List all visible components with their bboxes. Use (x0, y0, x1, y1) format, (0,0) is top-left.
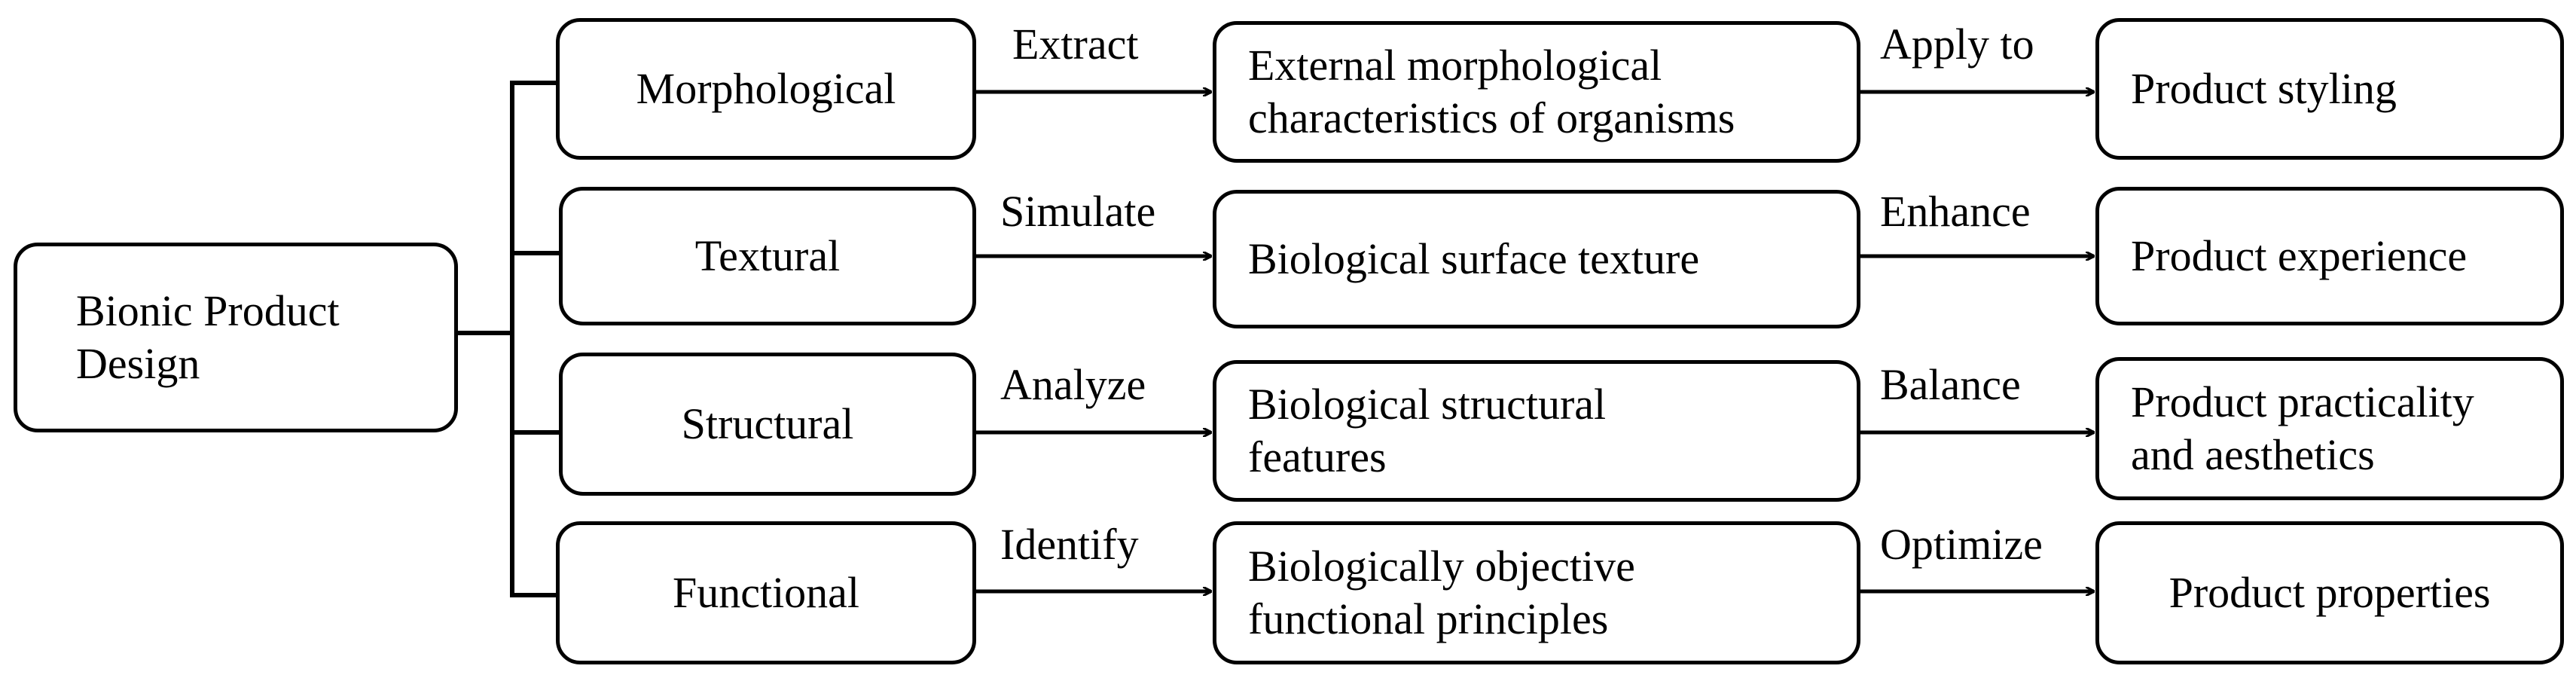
category-label: Morphological (636, 64, 896, 114)
category-label: Functional (672, 568, 860, 618)
category-node-morphological: Morphological (556, 18, 976, 160)
edge-label-analyze: Analyze (1000, 360, 1146, 409)
outcome-node-2: Product experience (2095, 187, 2564, 325)
edge-label-apply-to: Apply to (1880, 20, 2034, 69)
edge-label-identify: Identify (1000, 520, 1139, 569)
category-node-textural: Textural (559, 187, 976, 325)
feature-node-3: Biological structural features (1213, 360, 1860, 502)
edge-label-enhance: Enhance (1880, 187, 2031, 236)
root-node: Bionic Product Design (14, 243, 458, 432)
feature-label: Biological surface texture (1248, 234, 1700, 284)
feature-node-1: External morphological characteristics o… (1213, 21, 1860, 163)
outcome-label: Product practicality and aesthetics (2131, 377, 2474, 479)
feature-label: Biological structural features (1248, 380, 1607, 481)
edge-label-simulate: Simulate (1000, 187, 1156, 236)
edge-label-balance: Balance (1880, 360, 2021, 409)
outcome-node-1: Product styling (2095, 18, 2564, 160)
feature-label: Biologically objective functional princi… (1248, 542, 1635, 643)
outcome-label: Product experience (2131, 231, 2468, 281)
edge-label-extract: Extract (1012, 20, 1139, 69)
edge-label-optimize: Optimize (1880, 520, 2043, 569)
category-node-functional: Functional (556, 521, 976, 664)
outcome-label: Product properties (2169, 568, 2491, 618)
root-node-label: Bionic Product Design (76, 286, 340, 388)
category-label: Structural (681, 399, 854, 449)
feature-node-2: Biological surface texture (1213, 190, 1860, 328)
outcome-node-3: Product practicality and aesthetics (2095, 357, 2564, 500)
outcome-node-4: Product properties (2095, 521, 2564, 664)
category-node-structural: Structural (559, 353, 976, 496)
feature-label: External morphological characteristics o… (1248, 41, 1735, 142)
category-label: Textural (694, 231, 841, 281)
outcome-label: Product styling (2131, 64, 2397, 114)
feature-node-4: Biologically objective functional princi… (1213, 521, 1860, 664)
